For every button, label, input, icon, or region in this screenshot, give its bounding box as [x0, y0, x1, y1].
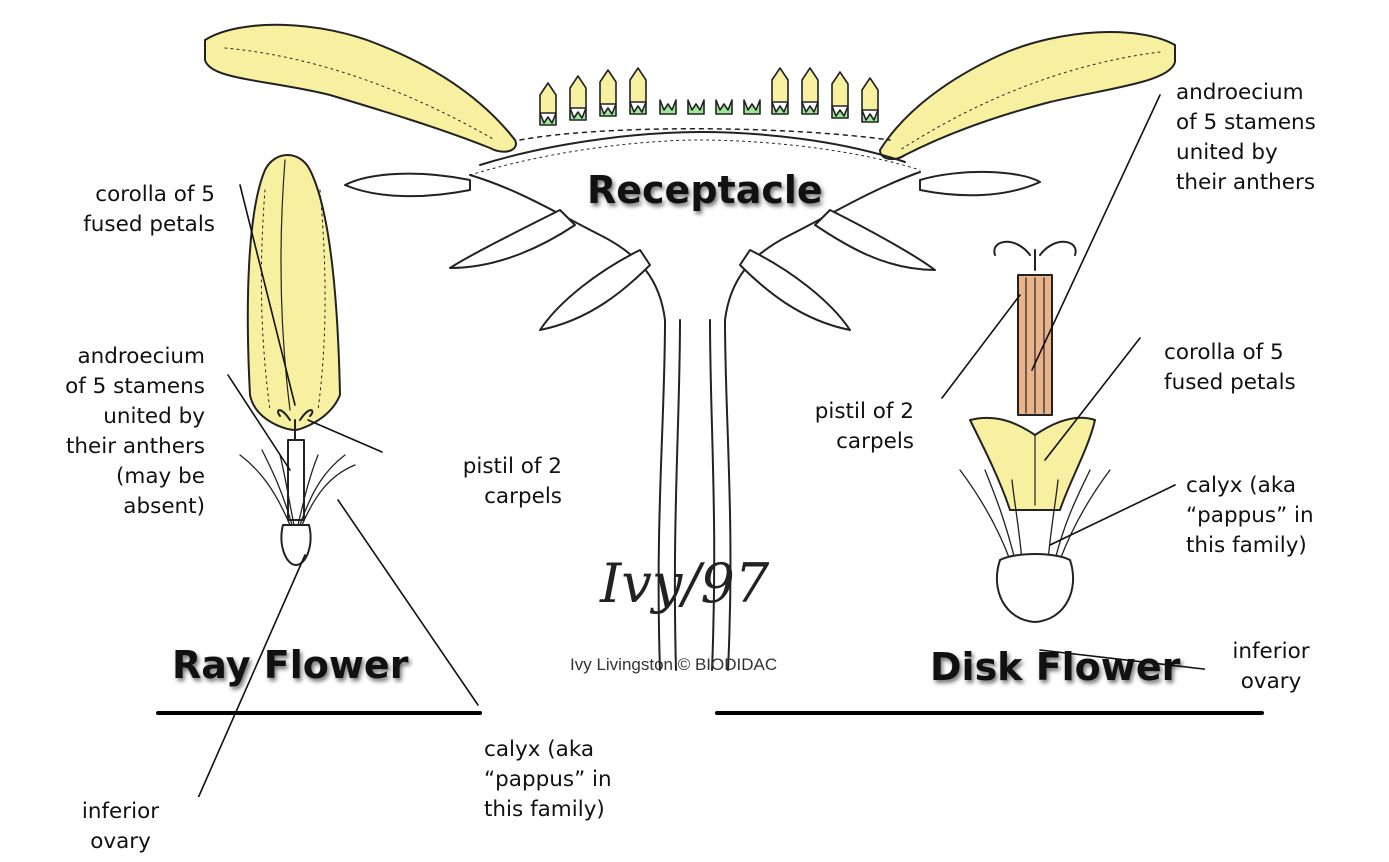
disk-flower — [960, 242, 1110, 622]
ray-calyx-label: calyx (aka “pappus” in this family) — [484, 735, 694, 825]
disk-calyx-label: calyx (aka “pappus” in this family) — [1186, 471, 1314, 561]
head-florets — [520, 68, 890, 140]
disk-corolla-label: corolla of 5 fused petals — [1164, 338, 1296, 398]
ray-corolla-label: corolla of 5 fused petals — [83, 180, 215, 240]
ray-androecium-label: androecium of 5 stamens united by their … — [65, 342, 205, 522]
stem — [659, 320, 665, 670]
left-ray-petal — [205, 25, 516, 152]
receptacle-dome — [480, 132, 905, 165]
disk-stigma — [994, 242, 1075, 270]
disk-ovary-label: inferior ovary — [1205, 637, 1337, 697]
artist-signature: Ivy/97 — [600, 552, 769, 615]
ray-flower — [240, 155, 355, 565]
bract — [345, 174, 470, 196]
credit-text: Ivy Livingston © BIODIDAC — [570, 655, 777, 675]
disk-pistil-label: pistil of 2 carpels — [815, 397, 914, 457]
receptacle-title: Receptacle — [587, 168, 823, 212]
ray-ovary-label: inferior ovary — [28, 797, 213, 857]
disk-flower-title: Disk Flower — [930, 645, 1180, 689]
right-ray-petal — [880, 32, 1175, 159]
ray-flower-title: Ray Flower — [172, 643, 408, 687]
disk-corolla — [970, 418, 1095, 510]
ray-pistil-label: pistil of 2 carpels — [463, 452, 562, 512]
ray-ovary — [281, 525, 310, 565]
disk-ovary — [997, 554, 1073, 622]
disk-androecium-label: androecium of 5 stamens united by their … — [1176, 78, 1316, 198]
